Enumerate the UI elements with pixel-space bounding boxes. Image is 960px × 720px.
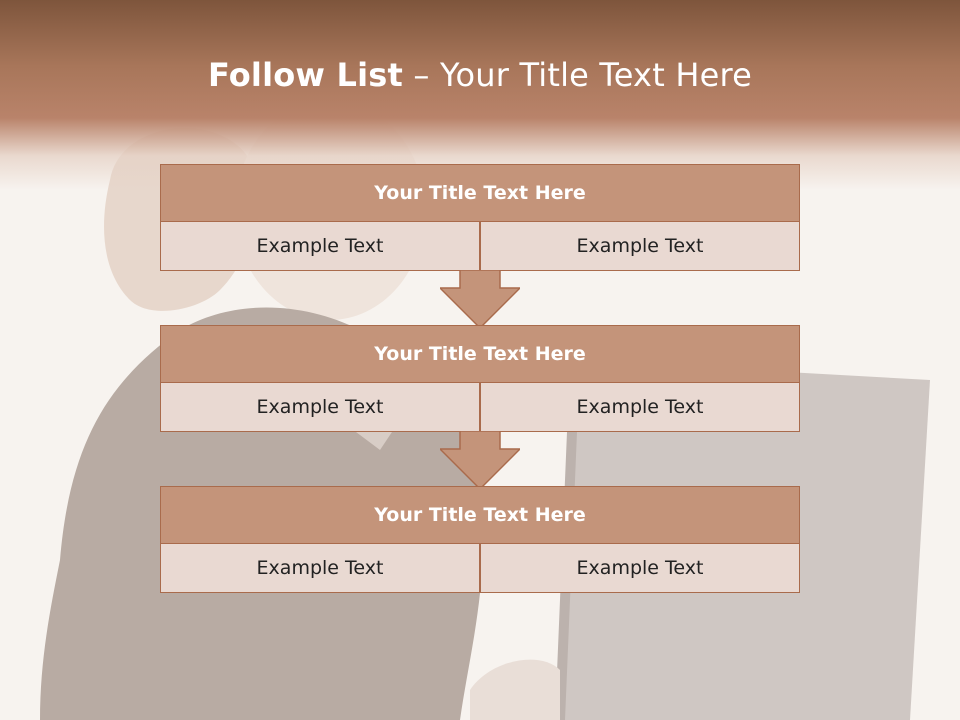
slide-title-bold: Follow List	[207, 56, 404, 94]
step-3-left-cell: Example Text	[160, 543, 480, 593]
step-2-left-cell: Example Text	[160, 382, 480, 432]
flow-step-3: Your Title Text Here Example Text Exampl…	[160, 486, 800, 593]
step-2-right-cell: Example Text	[480, 382, 800, 432]
slide-title-rest: – Your Title Text Here	[403, 56, 753, 94]
step-1-left-cell: Example Text	[160, 221, 480, 271]
step-3-right-cell: Example Text	[480, 543, 800, 593]
step-1-title: Your Title Text Here	[160, 164, 800, 222]
step-1-right-cell: Example Text	[480, 221, 800, 271]
slide-title: Follow List – Your Title Text Here	[0, 52, 960, 98]
title-banner	[0, 0, 960, 190]
down-arrow-icon	[440, 270, 520, 330]
step-3-title: Your Title Text Here	[160, 486, 800, 544]
flow-step-1: Your Title Text Here Example Text Exampl…	[160, 164, 800, 271]
down-arrow-icon	[440, 431, 520, 491]
step-2-title: Your Title Text Here	[160, 325, 800, 383]
flow-step-2: Your Title Text Here Example Text Exampl…	[160, 325, 800, 432]
person-hand	[470, 659, 560, 720]
